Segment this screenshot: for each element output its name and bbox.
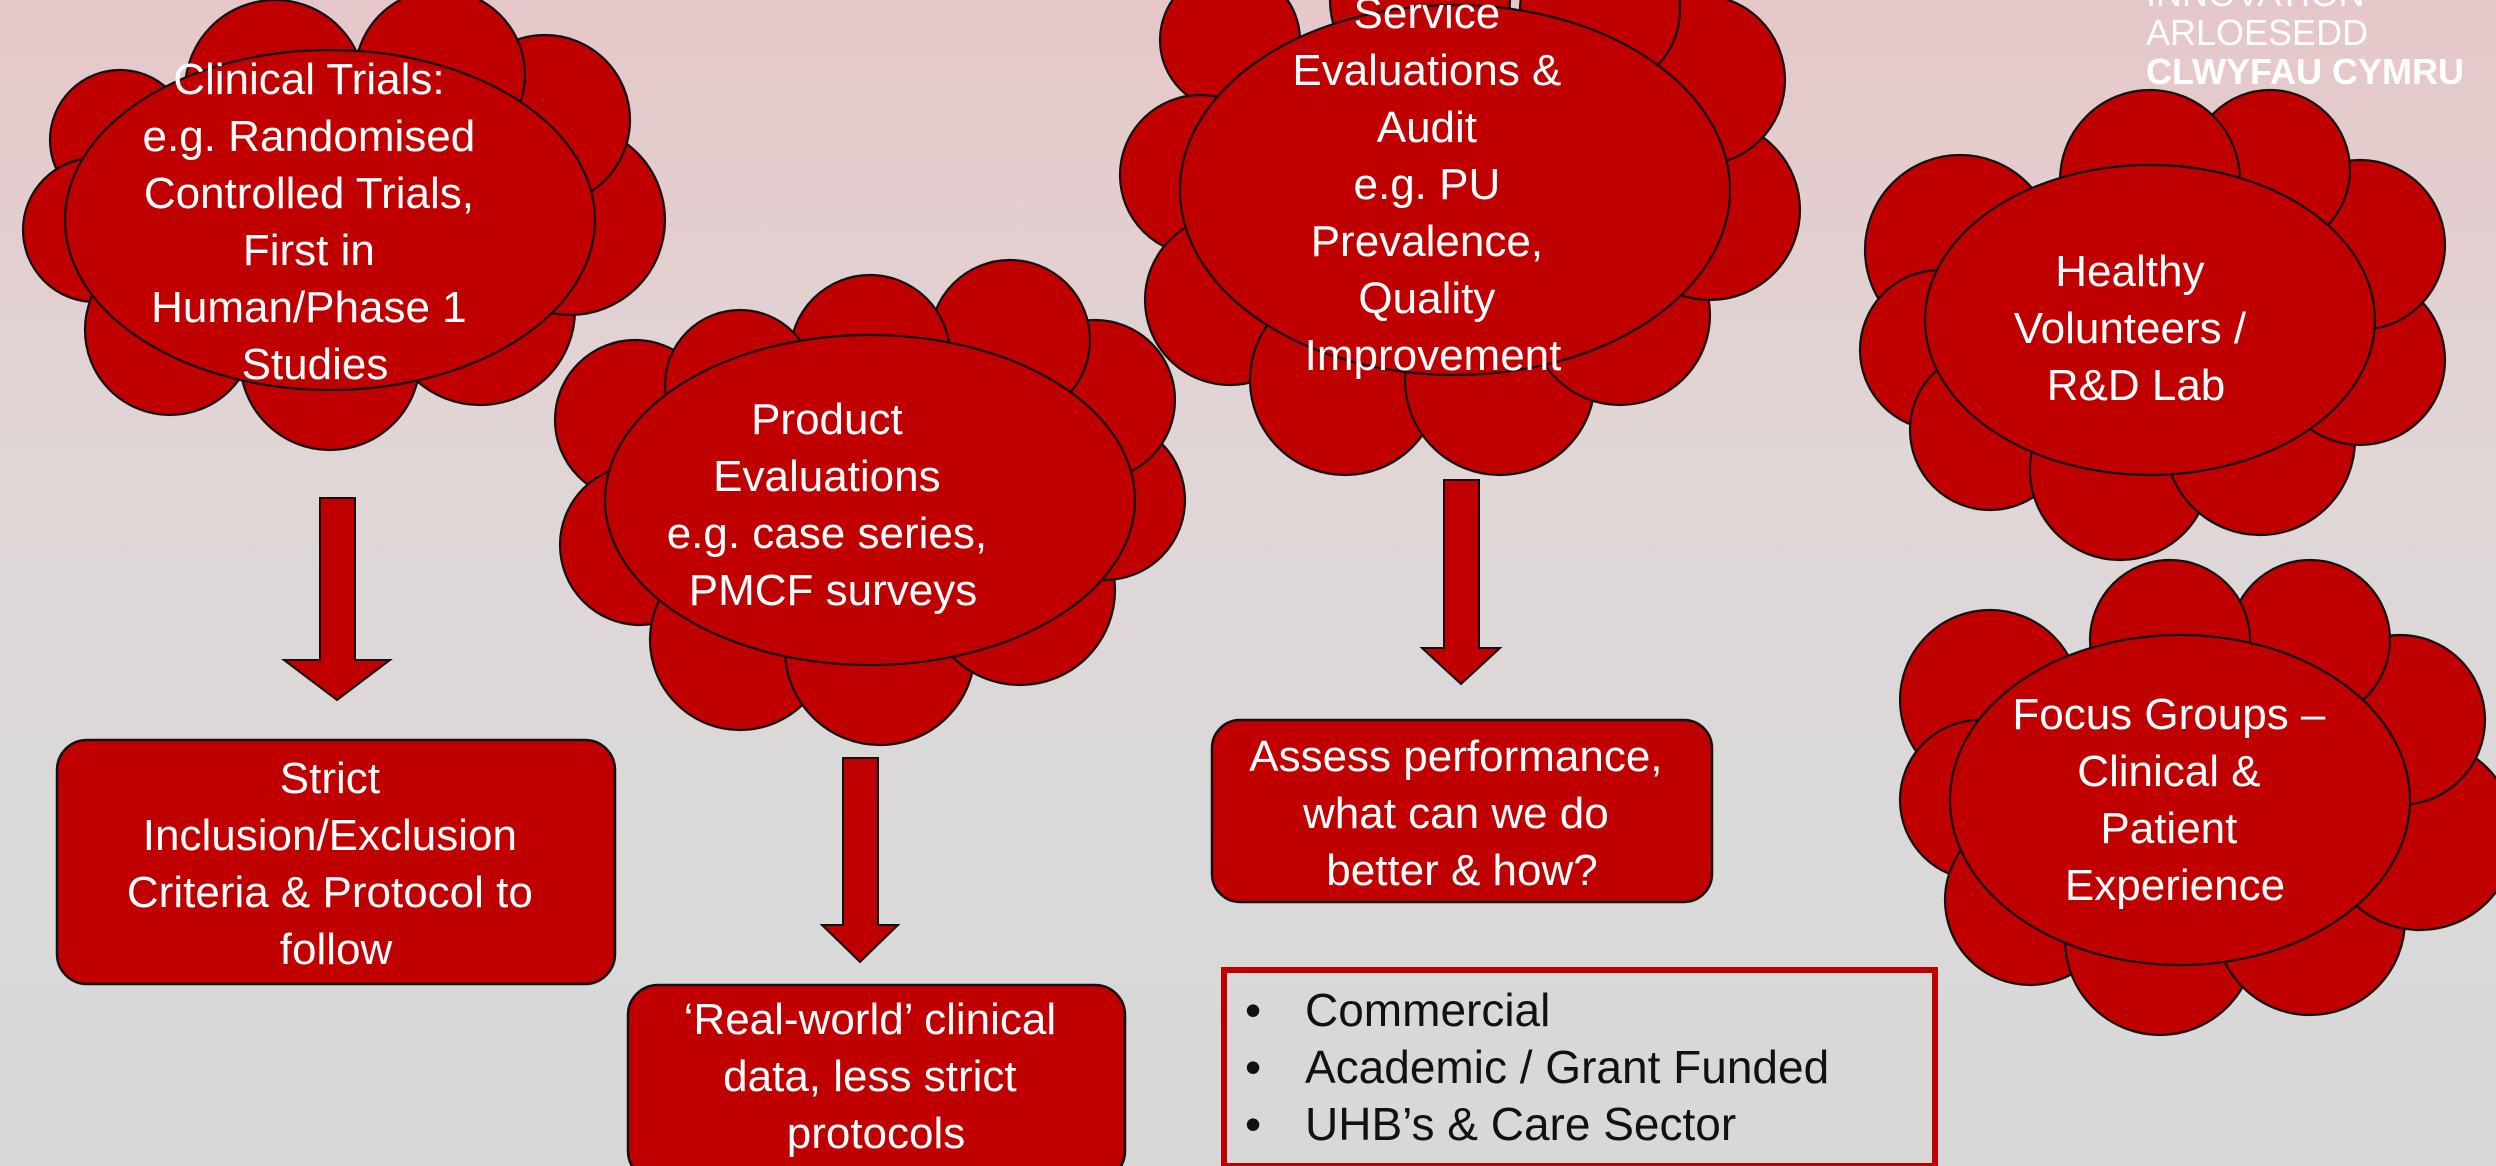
logo: INNOVATION ARLOESEDD CLWYFAU CYMRU: [2146, 0, 2464, 92]
list-bullet: •: [1245, 984, 1261, 1036]
box-line: follow: [280, 925, 393, 974]
list-bullet: •: [1245, 1098, 1261, 1150]
cloud-product-evaluations: Product Evaluations e.g. case series, PM…: [553, 258, 1187, 747]
list-item-commercial: Commercial: [1305, 984, 1550, 1036]
logo-line-2: ARLOESEDD: [2146, 12, 2368, 53]
cloud-line: Healthy: [2055, 247, 2204, 296]
cloud-line: Audit: [1377, 103, 1477, 152]
list-item-uhb: UHB’s & Care Sector: [1305, 1098, 1736, 1150]
logo-line-1: INNOVATION: [2146, 0, 2365, 14]
box-line: ‘Real-world’ clinical: [684, 995, 1056, 1044]
box-line: data, less strict: [723, 1052, 1016, 1101]
cloud-service-evaluations: Service Evaluations & Audit e.g. PU Prev…: [1118, 0, 1802, 477]
arrow-down-icon: [819, 757, 901, 964]
box-line: Inclusion/Exclusion: [143, 811, 517, 860]
cloud-line: PMCF surveys: [689, 566, 977, 615]
svg-text:Focus Groups – Clinical: Focus Groups – Clinical & Patient Experi…: [2012, 690, 2337, 910]
cloud-line: Prevalence,: [1311, 217, 1543, 266]
box-line: Assess performance,: [1249, 732, 1662, 781]
box-strict-criteria: Strict Inclusion/Exclusion Criteria & Pr…: [55, 738, 617, 986]
cloud-healthy-volunteers: Healthy Volunteers / R&D Lab: [1858, 88, 2447, 562]
funding-list: • Commercial • Academic / Grant Funded •…: [1221, 967, 1938, 1166]
cloud-line: Clinical Trials:: [173, 55, 444, 104]
box-line: what can we do: [1302, 789, 1609, 838]
cloud-line: Studies: [242, 340, 389, 389]
cloud-text: Clinical Trials: e.g. Randomised Control…: [143, 55, 488, 389]
list-bullet: •: [1245, 1041, 1261, 1093]
cloud-line: Volunteers /: [2014, 304, 2247, 353]
cloud-line: Service: [1354, 0, 1501, 38]
cloud-line: Improvement: [1305, 331, 1562, 380]
cloud-focus-groups: Focus Groups – Clinical & Patient Experi…: [1898, 558, 2496, 1037]
cloud-clinical-trials: Clinical Trials: e.g. Randomised Control…: [21, 0, 667, 452]
cloud-shape: [553, 258, 1187, 747]
box-line: protocols: [787, 1109, 966, 1158]
box-assess-performance: Assess performance, what can we do bette…: [1210, 718, 1714, 904]
svg-text:Healthy Volunteers /: Healthy Volunteers / R&D Lab: [2014, 247, 2259, 410]
box-line: better & how?: [1326, 846, 1598, 895]
cloud-line: Clinical &: [2077, 747, 2260, 796]
svg-text:Service Evaluations &: Service Evaluations & Audit e.g. PU Prev…: [1292, 0, 1573, 380]
cloud-line: e.g. Randomised: [143, 112, 476, 161]
cloud-line: Human/Phase 1: [151, 283, 467, 332]
cloud-line: Quality: [1358, 274, 1495, 323]
svg-text:Assess performance, what: Assess performance, what can we do bette…: [1249, 732, 1675, 895]
arrow-down-icon: [1419, 479, 1503, 686]
cloud-line: Controlled Trials,: [144, 169, 474, 218]
cloud-line: Product: [751, 395, 903, 444]
cloud-line: First in: [243, 226, 375, 275]
cloud-line: e.g. PU: [1354, 160, 1501, 209]
cloud-shape: [1118, 0, 1802, 477]
box-line: Criteria & Protocol to: [127, 868, 533, 917]
list-item-academic: Academic / Grant Funded: [1305, 1041, 1829, 1093]
cloud-line: Evaluations: [713, 452, 940, 501]
cloud-shape: [1858, 88, 2447, 562]
svg-text:‘Real-world’ clinical da: ‘Real-world’ clinical data, less strict …: [684, 995, 1069, 1158]
box-line: Strict: [280, 754, 380, 803]
svg-text:Product Evaluations: Product Evaluations e.g. case series, PM…: [667, 395, 1000, 615]
cloud-line: Evaluations &: [1292, 46, 1561, 95]
arrow-down-icon: [281, 497, 393, 702]
svg-text:Strict Inclusion/Exclusi: Strict Inclusion/Exclusion Criteria & Pr…: [127, 754, 545, 974]
cloud-shape: [1898, 558, 2496, 1037]
cloud-line: e.g. case series,: [667, 509, 987, 558]
cloud-line: Patient: [2100, 804, 2237, 853]
cloud-line: R&D Lab: [2047, 361, 2226, 410]
logo-line-3: CLWYFAU CYMRU: [2146, 51, 2464, 92]
cloud-line: Experience: [2065, 861, 2285, 910]
cloud-shape: [21, 0, 667, 452]
box-real-world: ‘Real-world’ clinical data, less strict …: [626, 983, 1127, 1166]
cloud-line: Focus Groups –: [2012, 690, 2326, 739]
